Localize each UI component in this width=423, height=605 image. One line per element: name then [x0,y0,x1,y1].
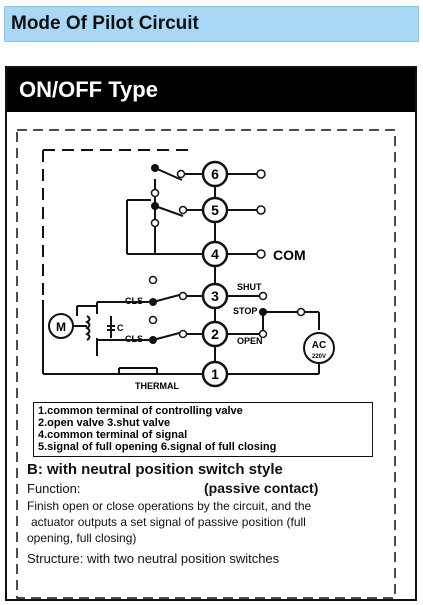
terminal-1: 1 [201,360,229,388]
structure-text: Structure: with two neutral position swi… [27,551,280,566]
diagram-panel: ON/OFF Type COM [5,66,417,601]
description-body: actuator outputs a set signal of passive… [31,515,306,529]
dashed-frame [16,129,396,599]
thermal-label: THERMAL [135,381,179,391]
page-title: Mode Of Pilot Circuit [11,13,199,34]
capacitor-label: C [117,323,124,333]
terminal-6: 6 [201,160,229,188]
panel-title: ON/OFF Type [19,77,158,102]
output-node [256,169,266,179]
terminal-6-label: 6 [211,166,219,182]
switch-contact [150,188,160,198]
open-label: OPEN [237,336,263,346]
panel-title-bar: ON/OFF Type [7,68,415,112]
stop-label: STOP [233,306,257,316]
terminal-1-label: 1 [211,366,219,382]
wiring-diagram: COM SHUT STOP OPEN AC 220V CLS CLS [16,129,396,599]
motor-label: M [56,320,66,334]
switch-arm [154,167,183,181]
legend-line: 4.common terminal of signal [38,429,188,441]
terminal-4-label: 4 [211,246,219,262]
terminal-5-label: 5 [211,202,219,218]
legend-line: 1.common terminal of controlling valve [38,405,243,417]
description-body: opening, full closing) [27,531,137,545]
com-label: COM [273,247,306,263]
ac-voltage-label: 220V [312,354,326,360]
legend-line: 5.signal of full opening 6.signal of ful… [38,441,277,453]
com-node [256,249,266,259]
terminal-2: 2 [201,320,229,348]
legend-line: 2.open valve 3.shut valve [38,417,171,429]
terminal-5: 5 [201,196,229,224]
terminal-3-label: 3 [211,288,219,304]
terminal-3: 3 [201,282,229,310]
terminal-2-label: 2 [211,326,219,342]
terminal-4: 4 [201,240,229,268]
coil [85,315,91,341]
switch-arm [154,205,184,217]
switch-contact [176,169,186,179]
shut-label: SHUT [237,282,262,292]
switch-contact [178,205,188,215]
ac-label: AC [312,340,326,351]
description-body: Finish open or close operations by the c… [27,499,312,513]
terminal-legend: 1.common terminal of controlling valve 2… [33,402,373,457]
switch-contact [150,218,160,228]
output-node [256,205,266,215]
contact-type: (passive contact) [204,480,319,496]
description-heading: B: with neutral position switch style [27,461,283,478]
page-header: Mode Of Pilot Circuit [4,6,419,42]
function-label: Function: [27,481,81,496]
